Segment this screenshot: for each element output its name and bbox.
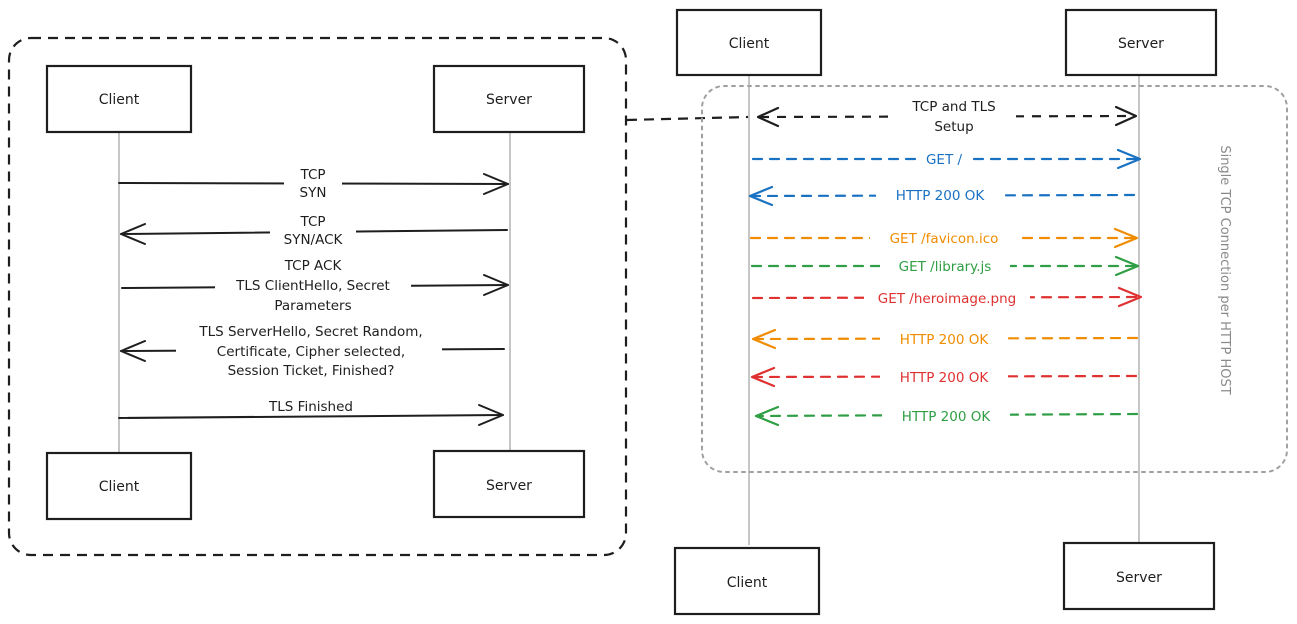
- participant-label: Client: [99, 92, 140, 108]
- msg-label: SYN/ACK: [284, 232, 344, 248]
- frame-connector: [626, 115, 749, 122]
- msg-label: TCP: [299, 167, 325, 183]
- right-client-box-top: Client: [675, 8, 823, 77]
- left-server-box-top: Server: [432, 64, 586, 134]
- msg-label: SYN: [300, 185, 327, 201]
- side-label: Single TCP Connection per HTTP HOST: [1217, 145, 1232, 394]
- msg-tcp-ack-client-hello: TCP ACK TLS ClientHello, Secret Paramete…: [121, 257, 509, 314]
- right-server-box-bottom: Server: [1062, 541, 1216, 611]
- msg-tcp-syn-ack: TCP SYN/ACK: [120, 211, 508, 249]
- participant-label: Server: [1118, 36, 1164, 52]
- msg-ok-orange: HTTP 200 OK: [751, 328, 1139, 350]
- participant-label: Client: [727, 575, 768, 591]
- participant-label: Server: [486, 478, 532, 494]
- participant-label: Client: [99, 479, 140, 495]
- msg-ok-red: HTTP 200 OK: [750, 366, 1138, 388]
- msg-label: Certificate, Cipher selected,: [217, 344, 405, 360]
- right-server-box-top: Server: [1064, 8, 1218, 77]
- msg-tls-finished: TLS Finished: [118, 396, 504, 426]
- msg-label: TLS Finished: [268, 399, 353, 415]
- msg-label: TCP: [299, 214, 325, 230]
- msg-tcp-tls-setup: TCP and TLS Setup: [756, 96, 1138, 135]
- msg-get-heroimage: GET /heroimage.png: [751, 286, 1143, 308]
- participant-label: Server: [486, 92, 532, 108]
- msg-label: TCP and TLS: [911, 99, 995, 115]
- msg-label: HTTP 200 OK: [900, 370, 990, 386]
- participant-label: Client: [729, 36, 770, 52]
- msg-get-library: GET /library.js: [750, 255, 1140, 277]
- right-frame: [701, 85, 1288, 473]
- msg-get-favicon: GET /favicon.ico: [749, 227, 1139, 249]
- msg-ok-blue: HTTP 200 OK: [748, 185, 1136, 207]
- msg-label: HTTP 200 OK: [896, 188, 986, 204]
- left-server-box-bottom: Server: [432, 449, 586, 519]
- msg-label: Setup: [934, 119, 973, 135]
- msg-label: GET /library.js: [899, 259, 992, 275]
- msg-label: HTTP 200 OK: [900, 332, 990, 348]
- msg-label: Parameters: [274, 298, 351, 314]
- msg-label: GET /heroimage.png: [878, 291, 1017, 307]
- msg-label: Session Ticket, Finished?: [228, 363, 395, 379]
- msg-ok-green: HTTP 200 OK: [754, 405, 1139, 427]
- msg-label: TLS ServerHello, Secret Random,: [198, 324, 422, 340]
- msg-get-root: GET /: [751, 148, 1142, 170]
- msg-label: GET /: [926, 152, 963, 168]
- msg-label: HTTP 200 OK: [902, 409, 992, 425]
- msg-label: TLS ClientHello, Secret: [235, 278, 390, 294]
- left-client-box-bottom: Client: [45, 451, 193, 521]
- msg-server-hello: TLS ServerHello, Secret Random, Certific…: [120, 320, 505, 380]
- msg-tcp-syn: TCP SYN: [118, 163, 509, 201]
- left-frame: [7, 36, 628, 557]
- participant-label: Server: [1116, 570, 1162, 586]
- msg-label: TCP ACK: [284, 258, 343, 274]
- msg-label: GET /favicon.ico: [890, 231, 999, 247]
- left-client-box-top: Client: [45, 64, 193, 134]
- right-client-box-bottom: Client: [673, 546, 821, 616]
